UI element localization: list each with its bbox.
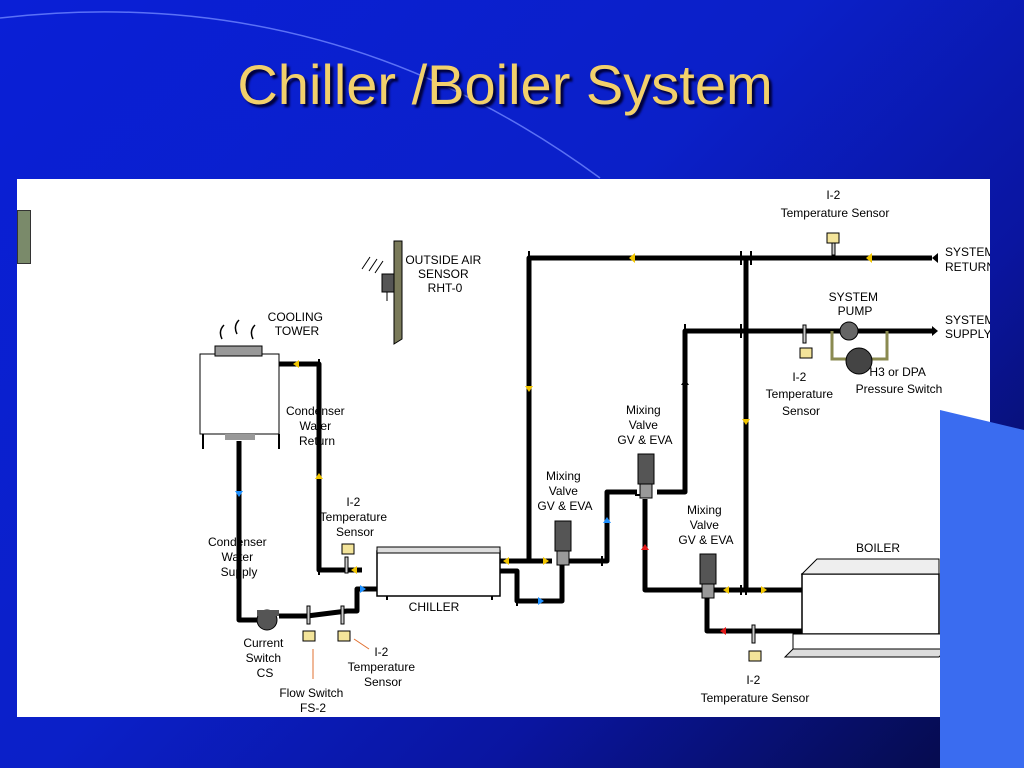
temp-sensor-top-label: I-2 Temperature Sensor [781,188,890,220]
system-pump [839,321,873,375]
cooling-tower [199,319,280,449]
system-pump-label: SYSTEM PUMP [829,290,882,318]
temperature-sensors [302,232,840,662]
temp-sensor-bottom-label: I-2 Temperature Sensor [348,645,419,689]
diagram-panel: OUTSIDE AIR SENSOR RHT-0 COOLING TOWER C… [17,179,995,717]
chiller [376,546,501,600]
pressure-switch-label: H3 or DPA Pressure Switch [856,365,943,396]
system-return-label: SYSTEM RETURN [945,245,990,274]
condenser-water-supply-label: Condenser Water Supply [208,535,270,579]
cooling-tower-label: COOLING TOWER [268,310,327,338]
boiler [783,558,949,658]
current-switch-pump [256,609,279,631]
decorative-tab [17,210,31,264]
mixing-valve-1 [554,520,572,566]
temp-sensor-chiller-label: I-2 Temperature Sensor [320,495,391,539]
outside-air-sensor-label: OUTSIDE AIR SENSOR RHT-0 [405,253,484,295]
slide-title: Chiller /Boiler System [237,53,773,116]
mixing-valve-3-label: Mixing Valve GV & EVA [678,503,733,547]
mixing-valve-3 [699,553,717,599]
decorative-bar [940,410,1024,768]
mixing-valve-2 [637,453,655,499]
chiller-label: CHILLER [409,600,460,614]
mixing-valve-2-label: Mixing Valve GV & EVA [617,403,672,447]
mixing-valve-1-label: Mixing Valve GV & EVA [537,469,592,513]
flow-switch-label: Flow Switch FS-2 [279,686,346,715]
chiller-boiler-diagram: OUTSIDE AIR SENSOR RHT-0 COOLING TOWER C… [199,188,995,715]
outside-air-sensor [361,240,403,345]
temp-sensor-boiler-label: I-2 Temperature Sensor [701,673,810,705]
current-switch-label: Current Switch CS [243,636,286,680]
flow-arrows [235,253,872,635]
leader-lines [312,638,370,679]
terminal-arrows [932,253,938,336]
boiler-label: BOILER [856,541,900,555]
system-supply-label: SYSTEM SUPPLY [945,313,990,341]
temp-sensor-supply-label: I-2 Temperature Sensor [766,370,837,418]
condenser-water-return-label: Condenser Water Return [286,404,348,448]
